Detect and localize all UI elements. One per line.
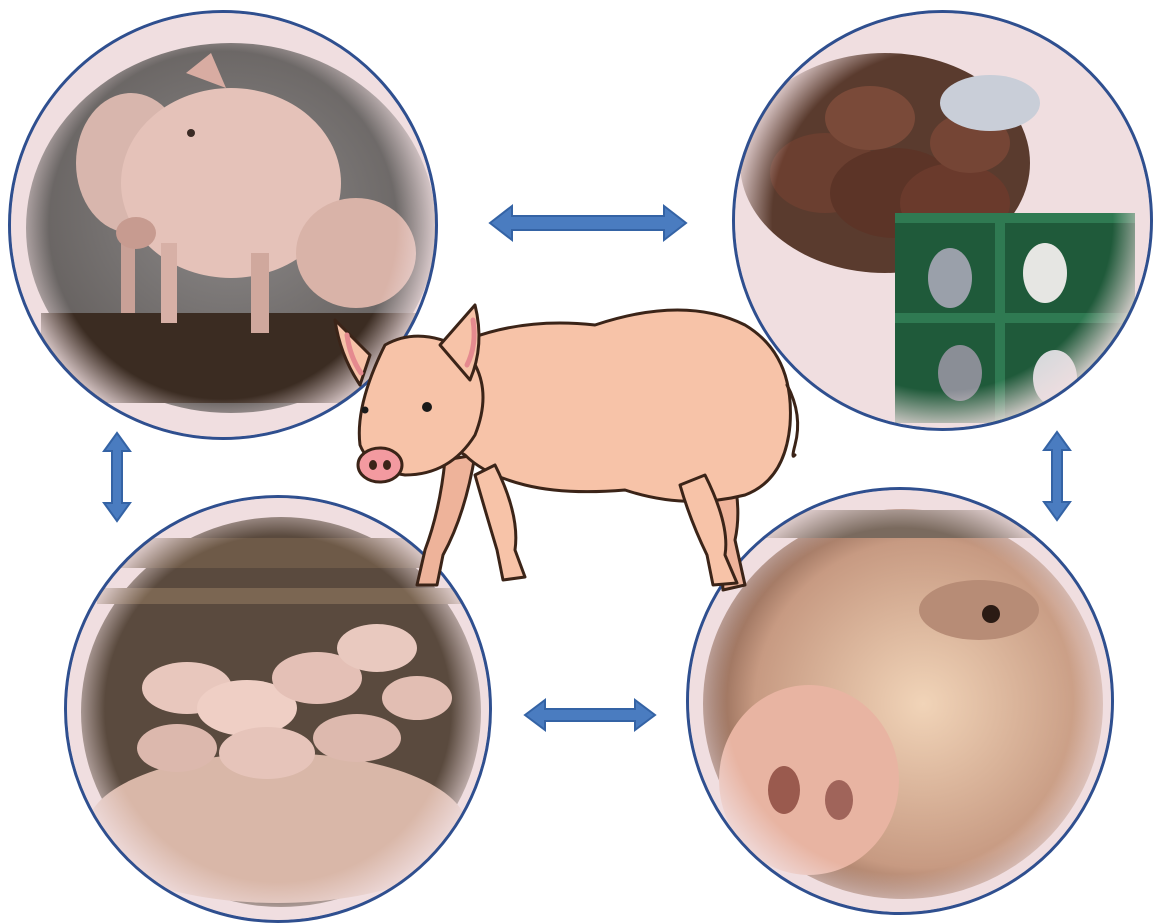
arrow-right [1042,430,1072,522]
arrow-bottom [523,697,657,733]
pig-illustration [325,285,805,605]
arrow-left [102,431,132,523]
arrow-top [488,203,688,243]
